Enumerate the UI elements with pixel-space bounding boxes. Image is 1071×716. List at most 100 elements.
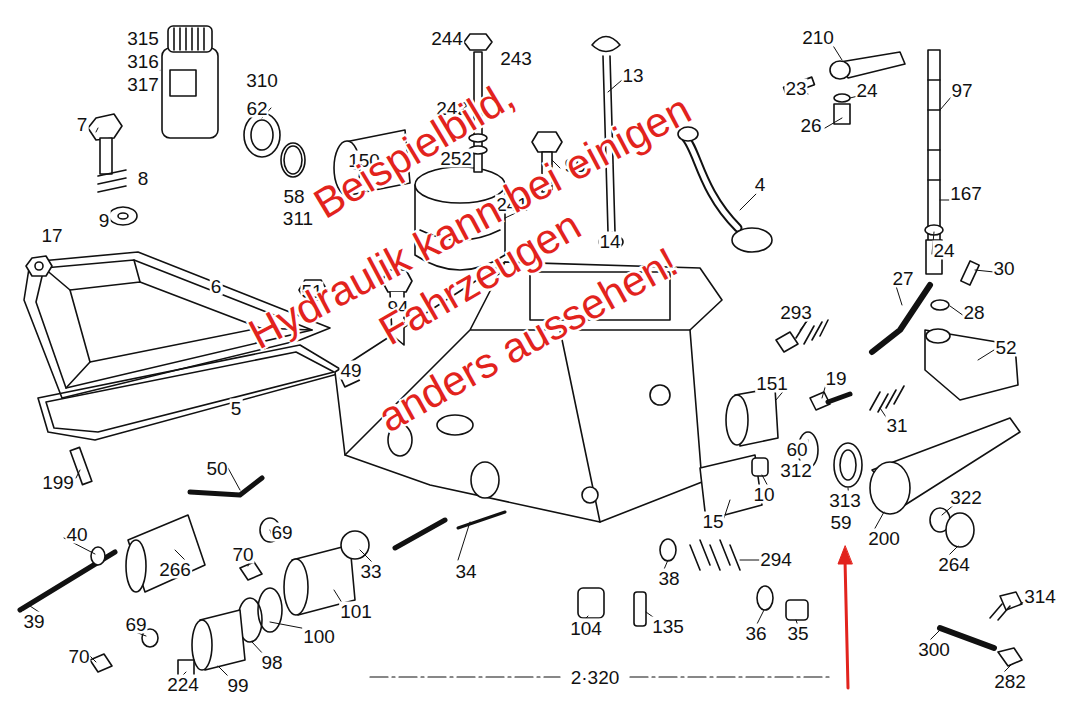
valve-parts-bottom (91, 547, 105, 565)
shaft-arm (1000, 592, 1022, 610)
plugs-springs-right (828, 394, 850, 402)
callout-number: 52 (994, 338, 1017, 357)
callout-number: 62 (245, 99, 268, 118)
oil-pan (70, 282, 260, 362)
label-text: 34 (455, 561, 476, 582)
label-text: 5 (231, 398, 242, 419)
callout-number: 293 (779, 303, 813, 322)
callout-number: 35 (786, 624, 809, 643)
label-text: 69 (125, 614, 146, 635)
valve-parts-bottom (190, 478, 262, 495)
small-parts-left (26, 256, 52, 276)
callout-number: 17 (40, 226, 63, 245)
label-text: 97 (951, 80, 972, 101)
small-parts-left (98, 170, 126, 192)
label-text: 4 (755, 174, 766, 195)
callout-number: 224 (166, 675, 200, 694)
valve-parts-bottom (458, 512, 505, 528)
label-text: 266 (159, 559, 191, 580)
label-text: 167 (950, 183, 982, 204)
seal-rings (281, 143, 305, 177)
shaft-arm (834, 443, 862, 487)
leader-lines (30, 44, 1028, 680)
callout-number: 60 (785, 440, 808, 459)
shaft-arm (840, 450, 856, 480)
label-text: 244 (431, 28, 463, 49)
callout-number: 311 (282, 209, 314, 228)
callout-number: 99 (226, 676, 249, 695)
lever-group (834, 94, 850, 102)
red-arrow (838, 546, 852, 688)
callout-number: 100 (302, 627, 336, 646)
pipe-4 (684, 136, 738, 228)
callout-number: 9 (98, 211, 111, 230)
lever-group (872, 285, 930, 352)
callout-number: 322 (949, 488, 983, 507)
small-parts-left (35, 262, 43, 270)
callout-number: 104 (569, 619, 603, 638)
housing (471, 462, 499, 498)
seal-rings (244, 113, 280, 157)
label-text: 26 (800, 115, 821, 136)
callout-number: 210 (801, 28, 835, 47)
label-text: 200 (868, 528, 900, 549)
callout-number: 200 (867, 529, 901, 548)
label-text: 135 (652, 616, 684, 637)
valve-parts-bottom (690, 540, 740, 570)
label-text: 294 (760, 549, 792, 570)
label-text: 62 (246, 98, 267, 119)
gasket-5 (38, 345, 345, 440)
label-text: 316 (127, 51, 159, 72)
label-text: 36 (745, 623, 766, 644)
callout-number: 69 (270, 523, 293, 542)
label-text: 104 (570, 618, 602, 639)
callout-number: 24 (932, 241, 955, 260)
oil-bottle (174, 28, 204, 50)
small-parts-left (109, 207, 137, 225)
valve-parts-bottom (752, 458, 768, 476)
callout-number: 36 (744, 624, 767, 643)
label-text: 315 (127, 28, 159, 49)
lever-group (830, 61, 850, 79)
plugs-springs-right (870, 386, 904, 412)
label-text: 243 (500, 48, 532, 69)
valve-parts-bottom (757, 586, 773, 610)
dipstick-13 (592, 37, 620, 52)
lever-group (961, 261, 979, 285)
callout-number: 314 (1023, 587, 1057, 606)
callout-number: 31 (885, 416, 908, 435)
lever-group (926, 329, 950, 343)
label-text: 310 (246, 70, 278, 91)
label-text: 311 (283, 208, 313, 229)
oil-bottle (162, 48, 218, 138)
callout-number: 8 (137, 169, 150, 188)
lever-group (784, 50, 1018, 400)
callout-number: 70 (231, 545, 254, 564)
callout-number: 151 (755, 374, 789, 393)
cylinder-head-241 (464, 34, 492, 50)
callout-number: 5 (230, 399, 243, 418)
shaft-arm (998, 648, 1022, 666)
label-text: 52 (995, 337, 1016, 358)
label-text: 59 (830, 512, 851, 533)
label-text: 50 (206, 458, 227, 479)
label-text: 151 (756, 373, 788, 394)
callout-number: 34 (454, 562, 477, 581)
callout-number: 30 (992, 259, 1015, 278)
label-text: 199 (42, 472, 74, 493)
callout-number: 317 (126, 75, 160, 94)
callout-number: 70 (67, 647, 90, 666)
callout-number: 98 (260, 653, 283, 672)
label-text: 70 (232, 544, 253, 565)
label-text: 58 (283, 186, 304, 207)
shaft-arm (726, 388, 1022, 666)
gasket-5 (46, 352, 334, 432)
label-text: 60 (786, 439, 807, 460)
label-text: 24 (856, 80, 877, 101)
callout-number: 167 (949, 184, 983, 203)
label-text: 313 (829, 490, 861, 511)
label-text: 322 (950, 487, 982, 508)
callout-number: 27 (891, 269, 914, 288)
lever-group (931, 300, 949, 310)
seal-rings (284, 146, 302, 174)
